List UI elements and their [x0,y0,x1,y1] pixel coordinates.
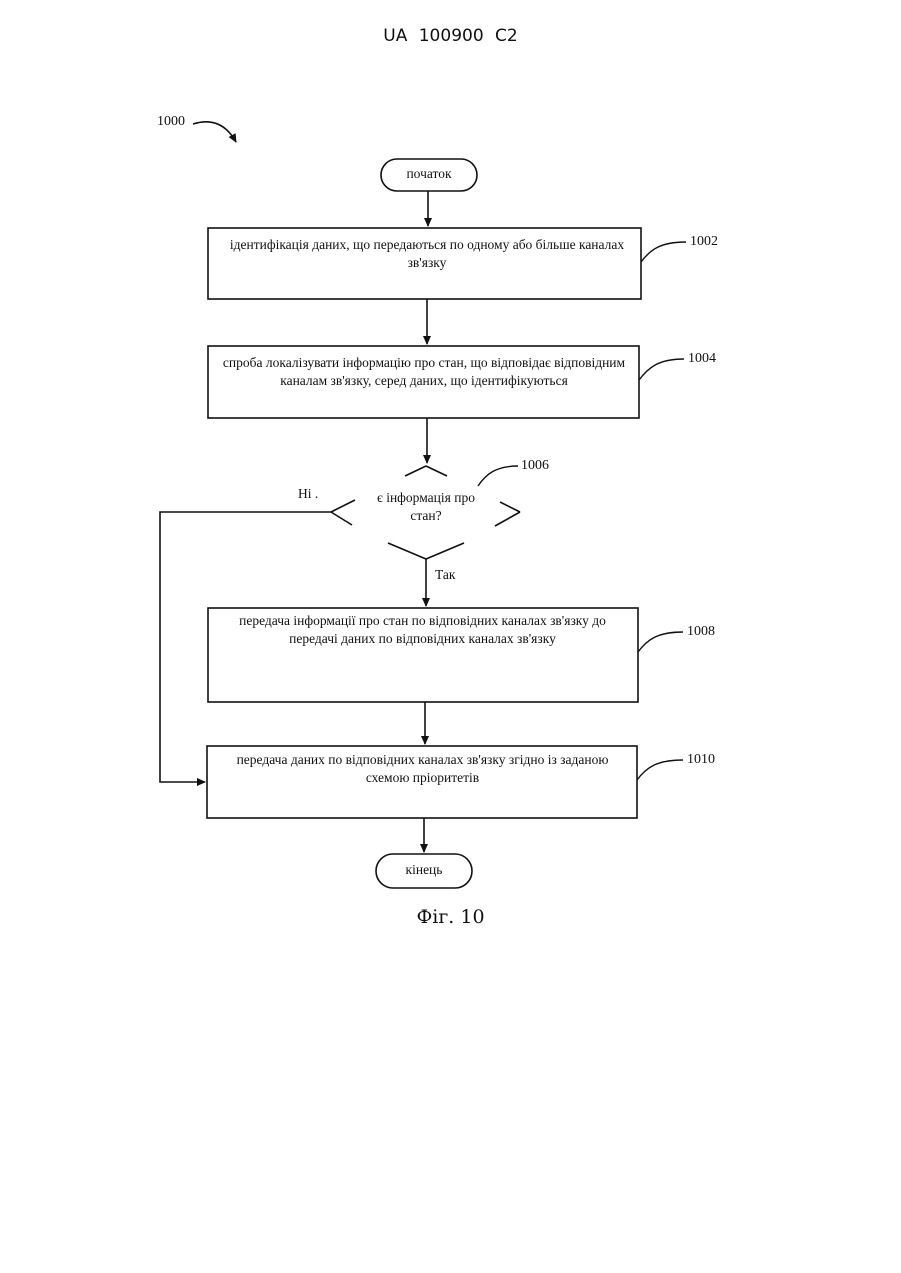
step-ref-1002: 1002 [690,234,718,250]
ref-leader-1010 [637,760,683,780]
figure-ref-arrow [193,122,236,142]
step-text-1010: передача даних по відповідних каналах зв… [220,751,625,787]
decision-yes-label: Так [435,566,475,584]
ref-leader-1008 [638,632,683,652]
decision-ref-1006: 1006 [521,458,549,474]
end-label: кінець [376,861,472,879]
decision-text-1006: є інформація про стан? [376,489,476,525]
figure-number-label: 1000 [157,114,185,130]
start-label: початок [381,165,477,183]
ref-leader-1002 [641,242,686,262]
step-ref-1004: 1004 [688,351,716,367]
ref-leader-1004 [639,359,684,380]
step-text-1008: передача інформації про стан по відповід… [220,612,625,648]
step-ref-1010: 1010 [687,752,715,768]
figure-caption: Фіг. 10 [0,906,901,928]
step-text-1004: спроба локалізувати інформацію про стан,… [214,354,634,390]
ref-leader-1006 [478,466,518,486]
decision-no-label: Ні . [298,485,338,503]
step-ref-1008: 1008 [687,624,715,640]
step-text-1002: ідентифікація даних, що передаються по о… [222,236,632,272]
